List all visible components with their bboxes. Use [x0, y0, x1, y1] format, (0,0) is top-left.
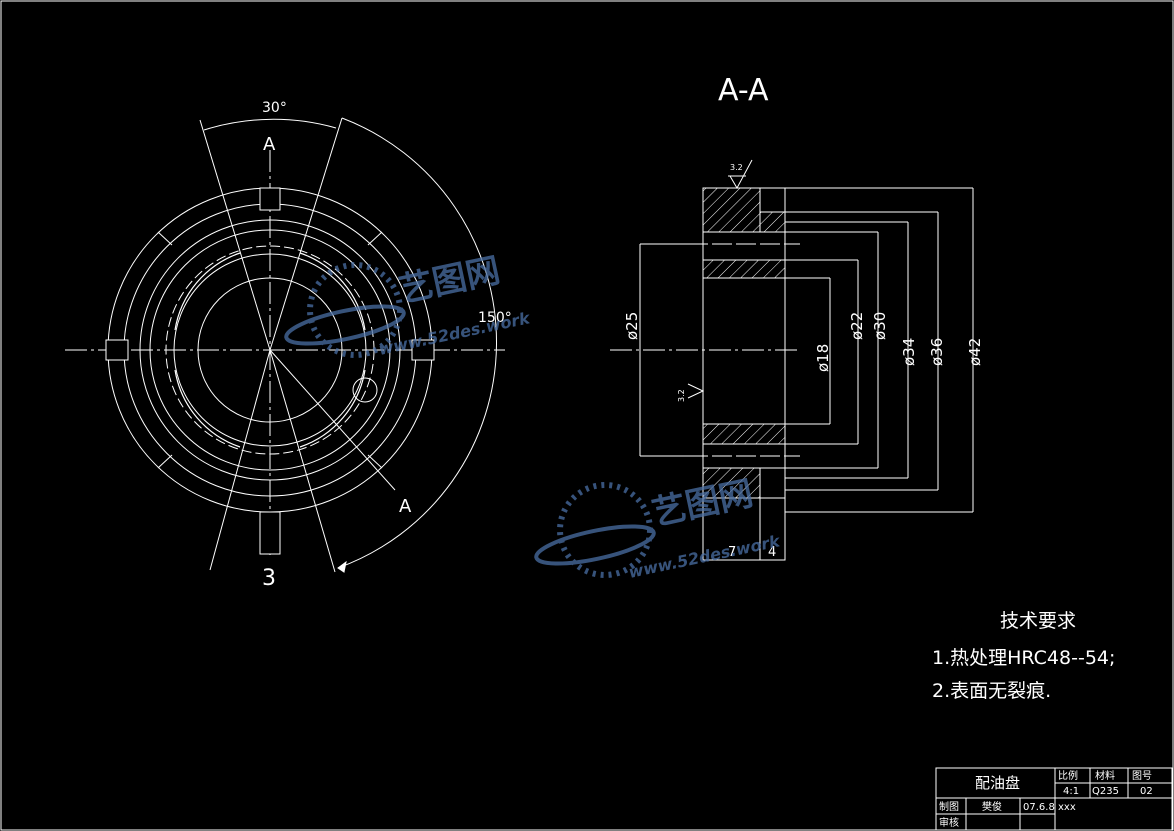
kidney-slot-upper-right — [299, 252, 366, 331]
material-label: 材料 — [1095, 769, 1115, 782]
roughness-left-label: 3.2 — [677, 389, 686, 402]
roughness-symbol-left — [687, 383, 705, 399]
watermark-1: 艺图网 www.52des.work — [284, 250, 533, 359]
scale-label: 比例 — [1058, 769, 1078, 782]
roughness-symbol-top — [729, 159, 753, 190]
watermark-orbit-icon — [534, 524, 656, 566]
angle-30-label: 30° — [262, 100, 287, 116]
dim-d34-label: ø34 — [900, 338, 918, 366]
drawing-no-label: 图号 — [1132, 770, 1152, 782]
tech-requirement-1: 1.热处理HRC48--54; — [932, 647, 1115, 669]
hatch-lower — [702, 423, 786, 445]
flange-tick — [157, 454, 173, 469]
roughness-top-label: 3.2 — [730, 163, 743, 172]
kidney-slot-lower-left — [174, 369, 241, 448]
angle-line-lower-right — [269, 349, 336, 573]
dim-d25-label: ø25 — [623, 312, 641, 340]
kidney-slot-lower-right — [299, 369, 366, 448]
section-title: A-A — [718, 73, 769, 108]
title-block — [935, 767, 1173, 831]
notch-top — [259, 187, 281, 211]
scale-value: 4:1 — [1063, 786, 1079, 797]
hatch-upper — [702, 259, 786, 279]
watermark-name: 艺图网 — [396, 250, 504, 310]
angle-30-arc — [203, 118, 337, 131]
hatch-top-right — [759, 211, 786, 233]
dim-d22-label: ø22 — [848, 312, 866, 340]
flange-tick — [367, 454, 383, 469]
angle-line-right — [269, 117, 343, 351]
angle-line-left — [199, 119, 271, 351]
flange-tick — [157, 231, 173, 246]
drawn-extra: xxx — [1058, 802, 1076, 813]
bore-circle — [197, 277, 343, 423]
section-view — [610, 159, 974, 561]
flange-tick — [367, 231, 383, 246]
detail-number: 3 — [262, 566, 276, 591]
dim-d36-label: ø36 — [928, 338, 946, 366]
notch-right — [411, 339, 435, 361]
angle-line-lower-left — [209, 349, 271, 571]
section-line-diag — [269, 349, 396, 491]
angle-150-arc — [337, 117, 498, 569]
section-mark-top: A — [263, 134, 276, 155]
watermark-url: www.52des.work — [377, 308, 533, 359]
dim-d42-label: ø42 — [966, 338, 984, 366]
mid-circle — [173, 253, 367, 447]
drawn-label: 制图 — [939, 800, 959, 813]
part-name: 配油盘 — [975, 774, 1020, 792]
ring-inner-circle — [149, 229, 391, 471]
title-block-frame — [935, 767, 1173, 831]
drawn-date: 07.6.8 — [1023, 802, 1055, 813]
ring-circle — [139, 219, 401, 481]
kidney-slot-upper-left — [174, 252, 241, 331]
kidney-end-circle — [352, 377, 378, 403]
arc-arrow — [337, 560, 347, 573]
drawn-by: 樊俊 — [982, 800, 1002, 813]
watermark-orbit-icon — [284, 304, 406, 346]
tech-requirements-heading: 技术要求 — [1000, 610, 1076, 632]
checked-label: 审核 — [939, 816, 959, 829]
dim-w7-label: 7 — [728, 545, 736, 560]
notch-left — [105, 339, 129, 361]
notch-bottom — [259, 511, 281, 555]
dim-d30-label: ø30 — [871, 312, 889, 340]
drawing-no-value: 02 — [1140, 786, 1153, 797]
watermark-2: 艺图网 www.52des.work — [534, 473, 783, 582]
angle-150-label: 150° — [478, 310, 512, 326]
dim-w4-label: 4 — [768, 545, 776, 560]
tech-requirement-2: 2.表面无裂痕. — [932, 680, 1051, 702]
hatch-top-left — [702, 187, 761, 233]
section-mark-bottom: A — [399, 496, 412, 517]
material-value: Q235 — [1092, 786, 1119, 797]
front-view — [65, 117, 505, 573]
dim-d18-label: ø18 — [814, 344, 832, 372]
